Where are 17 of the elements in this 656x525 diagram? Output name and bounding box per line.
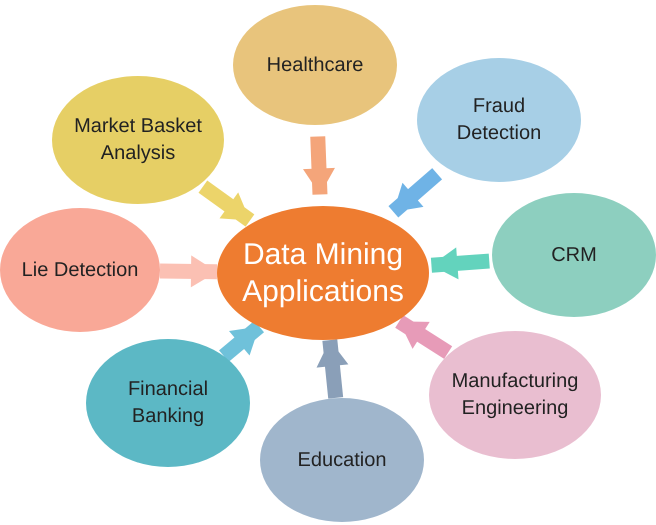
block-arrow xyxy=(316,339,348,399)
node-label: Manufacturing Engineering xyxy=(450,369,580,421)
block-arrow xyxy=(388,168,442,218)
block-arrow xyxy=(303,136,335,195)
block-arrow xyxy=(198,180,254,227)
node-label: Financial Banking xyxy=(126,377,210,429)
node-label: Lie Detection xyxy=(22,258,138,282)
node-label: Fraud Detection xyxy=(456,94,542,146)
block-arrow xyxy=(430,247,490,280)
node-label: Healthcare xyxy=(266,52,364,78)
block-arrow xyxy=(160,255,218,288)
node-label: Market Basket Analysis xyxy=(73,114,203,166)
node-label: CRM xyxy=(551,242,597,268)
node-label: Data Mining Applications xyxy=(241,236,405,310)
node-label: Education xyxy=(298,448,386,472)
block-arrow xyxy=(395,315,452,359)
block-arrow xyxy=(219,320,264,362)
